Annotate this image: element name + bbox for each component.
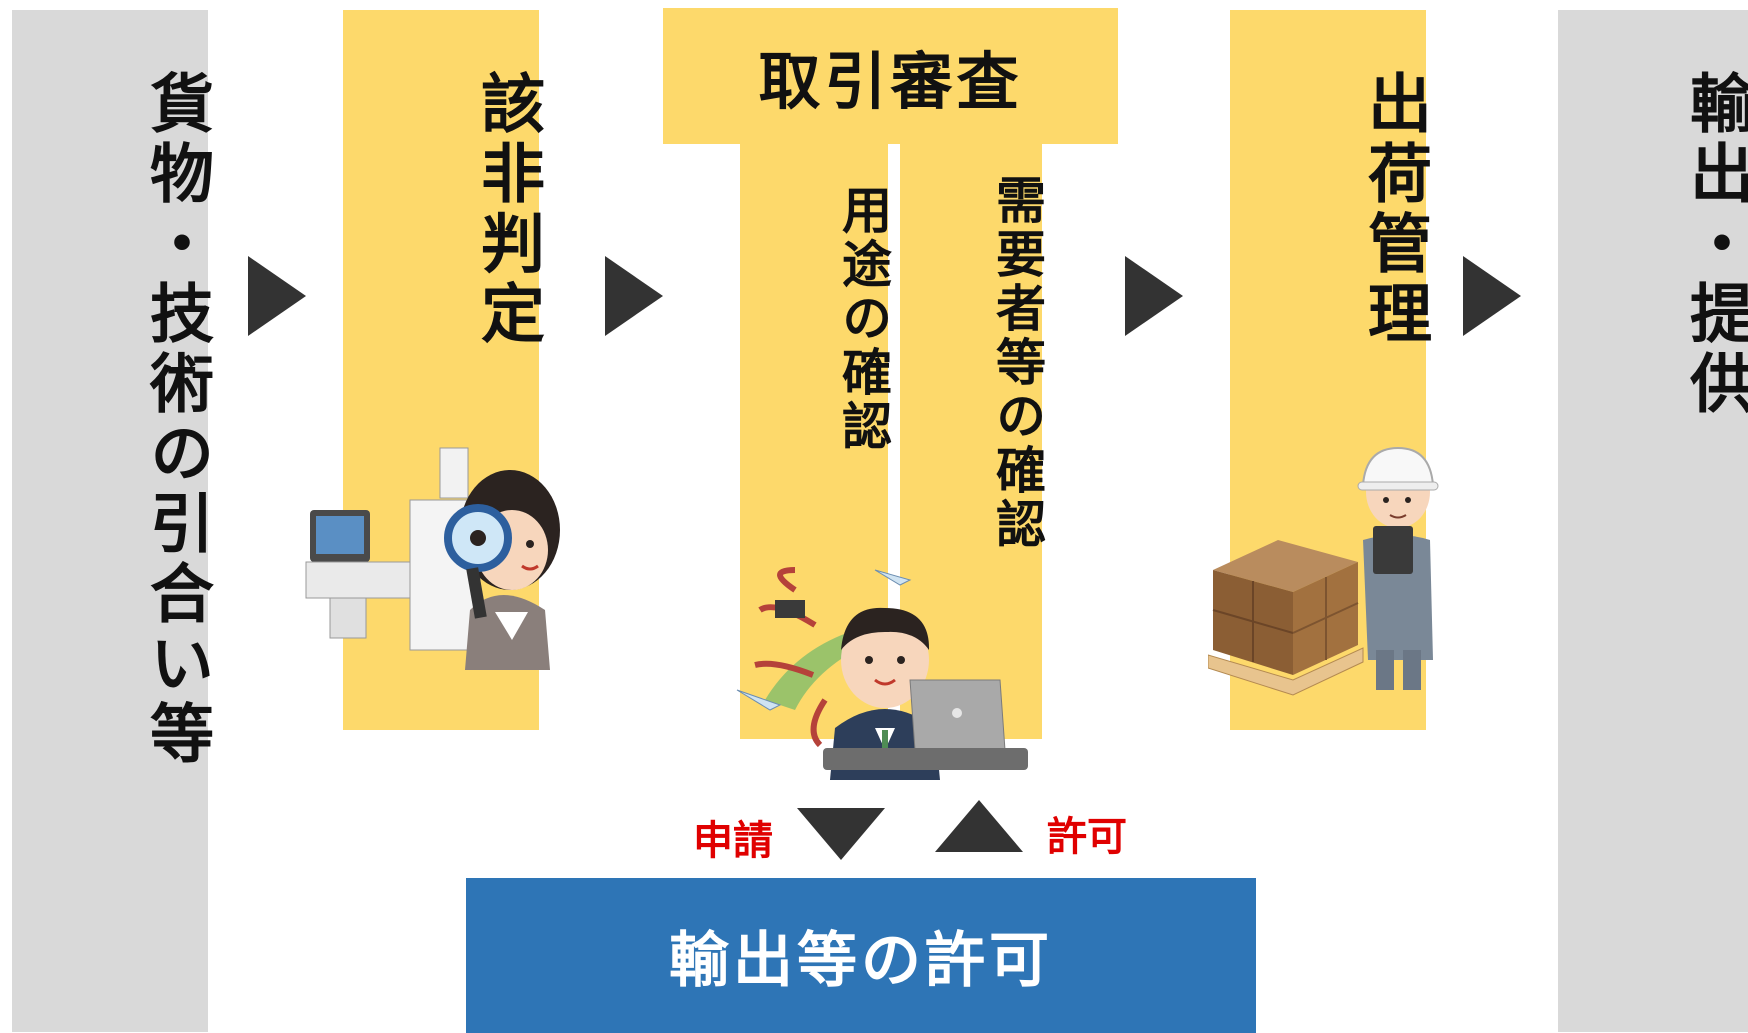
arrow-right-icon — [248, 256, 306, 336]
arrow-right-icon — [1463, 256, 1521, 336]
step-user-check-label: 需要者等の確認 — [988, 174, 1046, 552]
arrow-right-icon — [605, 256, 663, 336]
triangle-up-icon — [935, 800, 1023, 852]
step-export-label: 輸出・提供 — [1679, 70, 1748, 420]
export-permit-label: 輸出等の許可 — [669, 926, 1053, 996]
grant-label: 許可 — [1047, 814, 1127, 860]
step-classification-label: 該非判定 — [470, 70, 544, 350]
woman-magnifier-inspection-icon — [305, 447, 560, 670]
step-screening-header: 取引審査 — [663, 8, 1118, 144]
step-inquiry-column: 貨物・技術の引合い等 — [12, 10, 213, 1032]
arrow-right-icon — [1125, 256, 1183, 336]
apply-label: 申請 — [693, 818, 773, 864]
triangle-down-icon — [797, 808, 885, 860]
worker-cargo-pallet-icon — [1208, 446, 1439, 696]
step-inquiry-label: 貨物・技術の引合い等 — [139, 70, 213, 770]
step-export-column: 輸出・提供 — [1558, 10, 1748, 1032]
man-laptop-trade-routes-icon — [736, 567, 1028, 780]
export-permit-banner: 輸出等の許可 — [466, 878, 1256, 1033]
step-shipment-label: 出荷管理 — [1357, 70, 1431, 350]
step-screening-label: 取引審査 — [758, 45, 1023, 118]
step-use-check-label: 用途の確認 — [834, 184, 892, 454]
